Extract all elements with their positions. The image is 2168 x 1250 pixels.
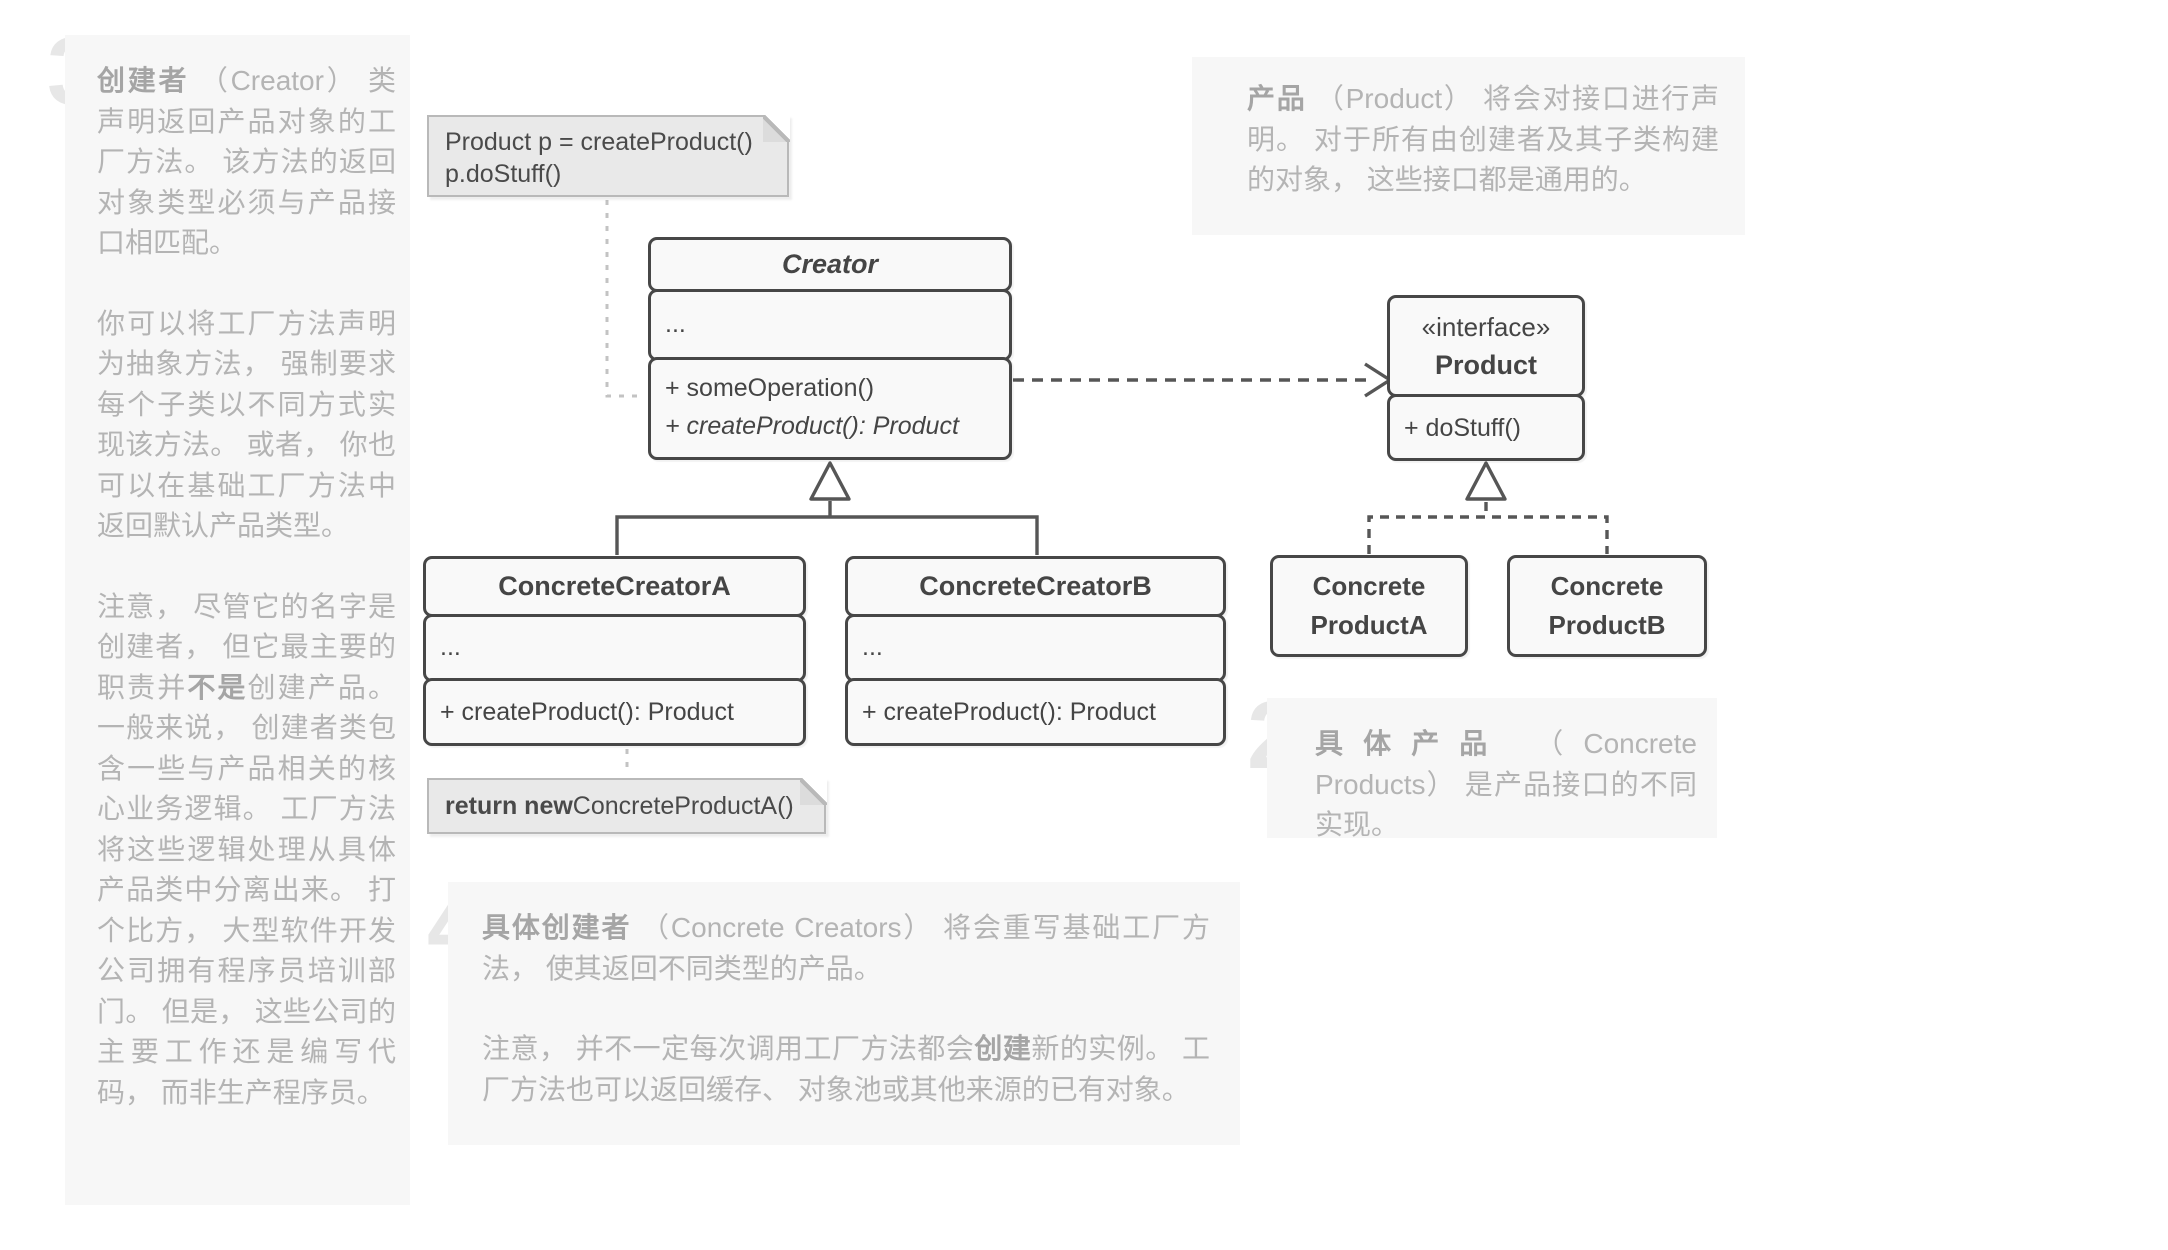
class-creator-methods: + someOperation() + createProduct(): Pro…: [648, 357, 1012, 460]
class-concrete-product-a: Concrete ProductA: [1270, 555, 1468, 657]
class-concrete-creator-b-attributes: ...: [845, 613, 1226, 682]
class-concrete-creator-b-title: ConcreteCreatorB: [845, 556, 1226, 617]
class-creator-title: Creator: [648, 237, 1012, 292]
callout-concrete-creators-lead: 具体创建者: [482, 912, 632, 943]
interface-stereotype: «interface»: [1421, 312, 1551, 342]
class-concrete-creator-a-title: ConcreteCreatorA: [423, 556, 806, 617]
callout-concrete-products-lead: 具体产品: [1315, 728, 1508, 759]
callout-concrete-products-paragraph: 具体产品 （Concrete Products） 是产品接口的不同实现。: [1315, 728, 1697, 840]
inheritance-triangle-icon: [809, 461, 851, 501]
callout-concrete-creators-paragraph-1: 具体创建者 （Concrete Creators） 将会重写基础工厂方法， 使其…: [482, 912, 1210, 984]
callout-creator-lead: 创建者: [97, 65, 190, 96]
class-creator: Creator ... + someOperation() + createPr…: [648, 237, 1012, 460]
class-concrete-creator-a: ConcreteCreatorA ... + createProduct(): …: [423, 556, 806, 746]
callout-product-paragraph: 产品 （Product） 将会对接口进行声明。 对于所有由创建者及其子类构建的对…: [1247, 83, 1719, 195]
note-fold-icon: [799, 777, 827, 805]
realization-lines: [1367, 502, 1609, 554]
callout-concrete-products: 具体产品 （Concrete Products） 是产品接口的不同实现。: [1267, 698, 1717, 840]
callout-creator: 创建者 （Creator） 类声明返回产品对象的工厂方法。 该方法的返回对象类型…: [65, 35, 410, 1205]
class-concrete-creator-a-methods: + createProduct(): Product: [423, 678, 806, 746]
callout-concrete-creators-paragraph-2: 注意， 并不一定每次调用工厂方法都会创建新的实例。 工厂方法也可以返回缓存、 对…: [482, 1033, 1210, 1105]
class-concrete-creator-a-attributes: ...: [423, 613, 806, 682]
method-createProduct-b: + createProduct(): Product: [862, 698, 1156, 726]
note-client-code-line2: p.doStuff(): [445, 160, 562, 188]
realization-triangle-icon: [1465, 461, 1507, 501]
interface-product-name: Product: [1434, 350, 1537, 380]
note-client-code: Product p = createProduct() p.doStuff(): [427, 114, 790, 197]
note-return-bold: return new: [445, 791, 573, 820]
interface-product-title: «interface» Product: [1387, 295, 1585, 397]
method-createProduct-abstract: + createProduct(): Product: [665, 412, 959, 440]
method-doStuff: + doStuff(): [1404, 413, 1521, 442]
method-someOperation: + someOperation(): [665, 374, 875, 402]
class-concrete-product-b-title: Concrete ProductB: [1507, 555, 1707, 657]
class-concrete-product-b: Concrete ProductB: [1507, 555, 1707, 657]
callout-product-lead: 产品: [1247, 83, 1307, 114]
method-createProduct-a: + createProduct(): Product: [440, 698, 734, 726]
callout-creator-paragraph-3: 注意， 尽管它的名字是创建者， 但它最主要的职责并不是创建产品。 一般来说， 创…: [97, 590, 396, 1108]
note-connector-client-code: [605, 200, 645, 398]
note-client-code-line1: Product p = createProduct(): [445, 128, 753, 156]
callout-creator-paragraph-1: 创建者 （Creator） 类声明返回产品对象的工厂方法。 该方法的返回对象类型…: [97, 65, 396, 258]
note-return-rest: ConcreteProductA(): [572, 791, 794, 820]
note-return-new: return new ConcreteProductA(): [427, 777, 827, 834]
callout-product: 产品 （Product） 将会对接口进行声明。 对于所有由创建者及其子类构建的对…: [1192, 57, 1745, 235]
callout-creator-paragraph-2: 你可以将工厂方法声明为抽象方法， 强制要求每个子类以不同方式实现该方法。 或者，…: [97, 307, 396, 542]
inheritance-lines: [615, 501, 1039, 555]
interface-product: «interface» Product + doStuff(): [1387, 295, 1585, 461]
class-concrete-creator-b: ConcreteCreatorB ... + createProduct(): …: [845, 556, 1226, 746]
interface-product-methods: + doStuff(): [1387, 393, 1585, 461]
class-concrete-creator-b-methods: + createProduct(): Product: [845, 678, 1226, 746]
callout-concrete-creators: 具体创建者 （Concrete Creators） 将会重写基础工厂方法， 使其…: [448, 882, 1240, 1145]
class-creator-attributes: ...: [648, 288, 1012, 361]
note-fold-icon: [762, 114, 790, 142]
class-concrete-product-a-title: Concrete ProductA: [1270, 555, 1468, 657]
